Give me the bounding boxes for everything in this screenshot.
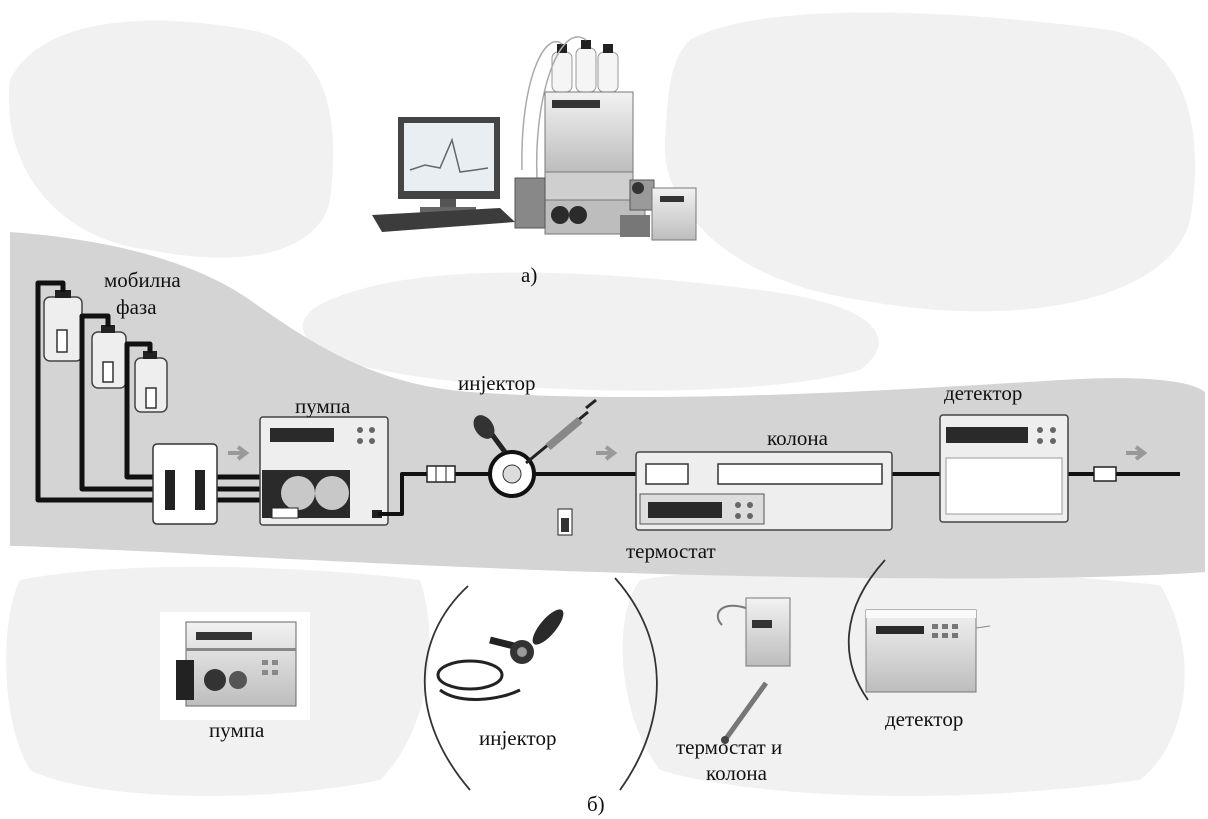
caption-a: а) xyxy=(521,263,538,287)
injector-photo xyxy=(423,577,658,791)
label-pump-photo: пумпа xyxy=(209,718,265,742)
injector-unit xyxy=(473,398,597,536)
hplc-system-photo xyxy=(372,36,697,241)
thermostat-column-photo xyxy=(716,597,791,744)
label-thermostat-column-photo-line2: колона xyxy=(706,761,767,785)
label-detector-photo: детектор xyxy=(885,707,964,731)
degasser-block xyxy=(152,443,218,525)
caption-b: б) xyxy=(587,792,605,816)
label-detector-scheme: детектор xyxy=(944,381,1023,405)
detector-photo xyxy=(847,559,991,701)
pump-unit xyxy=(259,416,389,526)
detector-unit xyxy=(939,414,1069,523)
flow-scheme xyxy=(35,280,1180,536)
column-thermostat-unit xyxy=(635,451,893,531)
label-injector-scheme: инјектор xyxy=(458,371,536,395)
label-column: колона xyxy=(767,426,828,450)
label-thermostat-column-photo-line1: термостат и xyxy=(676,735,783,759)
label-mobile-phase-line1: мобилна xyxy=(104,268,181,292)
label-injector-photo: инјектор xyxy=(479,726,557,750)
label-mobile-phase-line2: фаза xyxy=(116,295,157,319)
label-thermostat: термостат xyxy=(626,539,716,563)
label-pump-scheme: пумпа xyxy=(295,394,351,418)
pump-photo xyxy=(160,612,310,720)
mobile-phase-bottles xyxy=(43,296,168,413)
